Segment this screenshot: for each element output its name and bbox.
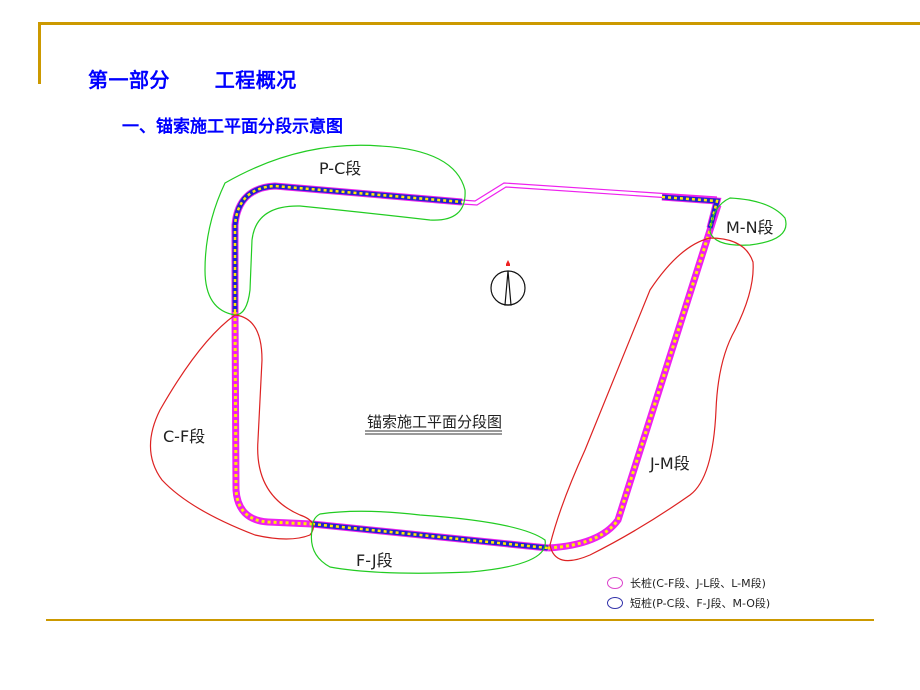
- slide-subtitle: 一、锚索施工平面分段示意图: [122, 117, 343, 137]
- frame-top-border: [38, 22, 920, 25]
- segment-outline-c-f: [149, 314, 314, 540]
- segment-outline-p-c: [204, 144, 466, 316]
- title-topic: 工程概况: [214, 68, 297, 92]
- diagram-center-title: 锚索施工平面分段图: [367, 413, 502, 431]
- long-pile-swatch-icon: [607, 577, 623, 589]
- segment-outline-j-m: [549, 237, 754, 562]
- wall-connector: [461, 182, 718, 206]
- segment-outline-f-j: [310, 510, 546, 574]
- frame-bottom-border: [46, 619, 874, 621]
- label-m-n: M-N段: [726, 218, 774, 237]
- legend: 长桩(C-F段、J-L段、L-M段) 短桩(P-C段、F-J段、M-O段): [607, 573, 770, 613]
- legend-item-long-pile: 长桩(C-F段、J-L段、L-M段): [607, 573, 770, 593]
- slide-title: 第一部分 工程概况: [88, 64, 297, 93]
- label-f-j: F-J段: [356, 551, 393, 570]
- legend-label-long-pile: 长桩(C-F段、J-L段、L-M段): [630, 577, 766, 590]
- legend-item-short-pile: 短桩(P-C段、F-J段、M-O段): [607, 593, 770, 613]
- label-c-f: C-F段: [163, 427, 205, 446]
- short-pile-swatch-icon: [607, 597, 623, 609]
- label-j-m: J-M段: [649, 454, 690, 473]
- north-arrow-icon: [490, 260, 526, 306]
- short-pile-wall: [231, 182, 722, 552]
- label-p-c: P-C段: [319, 159, 361, 178]
- long-pile-wall: [231, 203, 722, 552]
- legend-label-short-pile: 短桩(P-C段、F-J段、M-O段): [630, 597, 771, 610]
- segment-outline-m-n: [709, 197, 787, 246]
- frame-left-border: [38, 22, 41, 84]
- title-part: 第一部分: [88, 68, 170, 92]
